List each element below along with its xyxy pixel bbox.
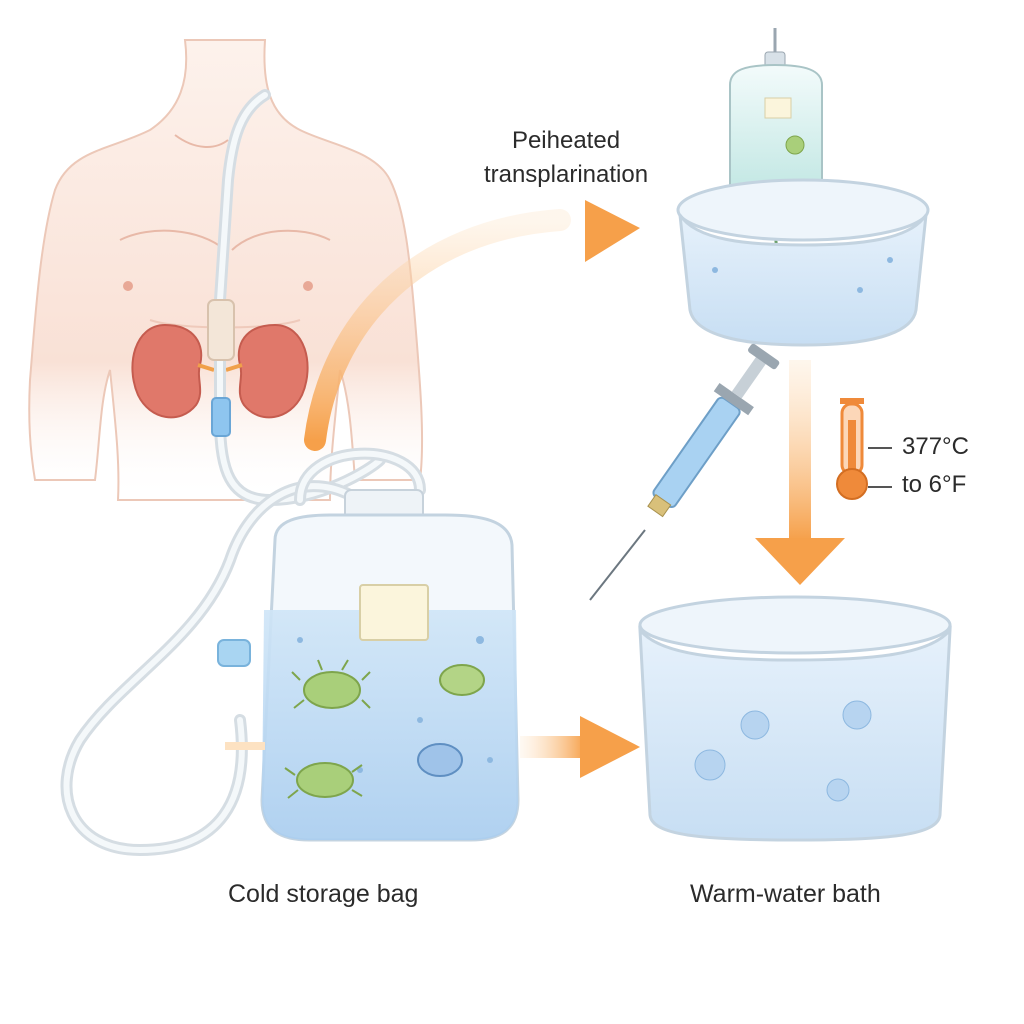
kidney-icon xyxy=(131,323,309,419)
tube-icon xyxy=(60,89,426,857)
water-bowl-icon xyxy=(676,178,930,347)
temperature-label: 377°C to 6°F xyxy=(902,428,969,504)
arrow-icon xyxy=(304,200,640,451)
preheated-label-line2: transplarination xyxy=(483,161,649,188)
temperature-label-line2: to 6°F xyxy=(902,471,967,498)
preheated-transplantation-label: Peiheated transplarination xyxy=(466,124,666,192)
syringe-icon xyxy=(589,343,780,601)
preheated-label-line1: Peiheated xyxy=(511,127,621,154)
thermometer-icon xyxy=(836,398,892,500)
bacteria-icon xyxy=(284,659,485,799)
arrow-icon xyxy=(225,716,640,778)
water-bowl-icon xyxy=(638,595,952,842)
temperature-label-line1: 377°C xyxy=(902,433,969,460)
arrow-icon xyxy=(755,360,845,585)
warm-water-bath-label: Warm-water bath xyxy=(690,880,881,908)
cold-storage-bag-label: Cold storage bag xyxy=(228,880,419,908)
